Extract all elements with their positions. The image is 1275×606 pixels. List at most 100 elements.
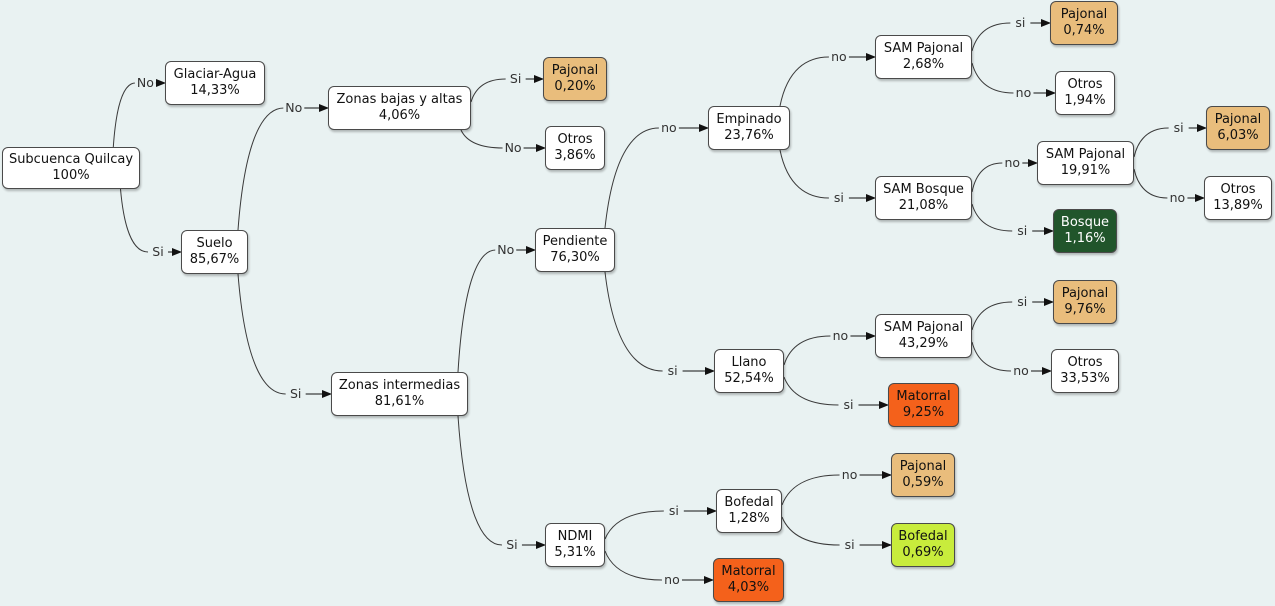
node-value: 21,08% [898, 198, 949, 213]
node-label: Pajonal [1214, 112, 1262, 127]
leaf-pajonal[interactable]: Pajonal 9,76% [1053, 280, 1117, 324]
leaf-bofedal[interactable]: Bofedal 0,69% [891, 523, 955, 567]
node-label: SAM Pajonal [883, 41, 964, 56]
node-suelo[interactable]: Suelo 85,67% [181, 230, 248, 274]
node-subcuenca-quilcay[interactable]: Subcuenca Quilcay 100% [2, 147, 140, 189]
edge-label: Si [152, 244, 163, 259]
leaf-pajonal[interactable]: Pajonal 0,59% [891, 453, 955, 497]
leaf-otros[interactable]: Otros 1,94% [1055, 71, 1115, 115]
edge-label-background [1002, 155, 1023, 170]
leaf-matorral[interactable]: Matorral 9,25% [888, 383, 959, 427]
leaf-pajonal[interactable]: Pajonal 6,03% [1206, 106, 1270, 150]
node-sam-pajonal[interactable]: SAM Pajonal 2,68% [875, 35, 972, 79]
edge-connector-zonas_int-pendiente [457, 249, 496, 373]
node-value: 1,28% [728, 511, 770, 526]
edge-label: no [833, 328, 849, 343]
edge-label: no [1016, 85, 1032, 100]
node-value: 23,76% [724, 128, 774, 143]
node-llano[interactable]: Llano 52,54% [714, 349, 784, 393]
node-glaciar-agua[interactable]: Glaciar-Agua 14,33% [165, 61, 265, 105]
edge-label: no [661, 120, 677, 135]
edge-label: si [1015, 15, 1025, 30]
node-label: Otros [1067, 355, 1103, 370]
edge-label: no [831, 49, 847, 64]
node-label: Pajonal [1060, 7, 1108, 22]
edge-label-background [495, 242, 517, 257]
edge-connector-suelo-zonas_int [237, 273, 286, 395]
node-zonas-bajas-altas[interactable]: Zonas bajas y altas 4,06% [328, 86, 471, 130]
node-label: Zonas intermedias [338, 378, 461, 393]
node-value: 1,16% [1064, 231, 1106, 246]
node-label: Matorral [896, 389, 951, 404]
node-label: Bofedal [724, 495, 774, 510]
edge-label-background [662, 572, 682, 587]
node-label: Suelo [196, 236, 233, 251]
node-label: SAM Bosque [883, 182, 964, 197]
node-label: Pajonal [551, 63, 599, 78]
edge-connector-pendiente-llano [604, 271, 663, 372]
edge-label-background [666, 503, 681, 518]
edge-connector-root-suelo [120, 188, 149, 253]
node-zonas-intermedias[interactable]: Zonas intermedias 81,61% [331, 372, 468, 416]
node-bofedal[interactable]: Bofedal 1,28% [716, 489, 782, 533]
edge-label-background [1011, 363, 1031, 378]
edge-connector-sam_bosque-bosque [971, 203, 1013, 232]
node-value: 9,76% [1064, 302, 1106, 317]
edge-connector-bofedal_q-pajonal_e [781, 474, 840, 506]
node-sam-bosque[interactable]: SAM Bosque 21,08% [875, 176, 972, 220]
leaf-otros[interactable]: Otros 3,86% [545, 126, 605, 170]
node-label: Pajonal [1061, 286, 1109, 301]
node-value: 9,25% [902, 405, 945, 420]
node-value: 52,54% [724, 371, 774, 386]
node-value: 13,89% [1213, 198, 1263, 213]
edge-label-background [841, 397, 856, 412]
node-pendiente[interactable]: Pendiente 76,30% [535, 228, 615, 272]
edge-connector-pendiente-empinado [604, 127, 659, 229]
edge-label: si [668, 363, 678, 378]
leaf-otros[interactable]: Otros 13,89% [1204, 176, 1272, 220]
node-sam-pajonal[interactable]: SAM Pajonal 43,29% [875, 314, 972, 358]
leaf-pajonal[interactable]: Pajonal 0,20% [543, 57, 607, 101]
leaf-pajonal[interactable]: Pajonal 0,74% [1050, 1, 1118, 45]
edge-connector-sam_paj_1-otros_b [971, 62, 1014, 94]
node-label: SAM Pajonal [1045, 147, 1126, 162]
node-value: 14,33% [190, 83, 240, 98]
edge-label-background [1013, 85, 1034, 100]
edge-label: no [1170, 190, 1186, 205]
edge-label-background [665, 363, 680, 378]
edge-label-background [659, 120, 679, 135]
edge-label-background [839, 467, 860, 482]
edge-connector-llano-matorral_a [783, 376, 839, 406]
edge-connector-sam_paj_3-otros_d [971, 341, 1011, 372]
node-value: 0,74% [1063, 23, 1105, 38]
edge-label: No [285, 100, 302, 115]
node-empinado[interactable]: Empinado 23,76% [708, 106, 790, 150]
edge-label-background [287, 386, 304, 401]
edge-label-background [502, 140, 524, 155]
node-value: 5,31% [554, 545, 596, 560]
edge-label: si [1017, 294, 1027, 309]
edge-label-background [150, 244, 166, 259]
edge-connector-zonas_ba-pajonal_a [470, 78, 506, 103]
node-sam-pajonal[interactable]: SAM Pajonal 19,91% [1037, 141, 1134, 185]
node-value: 100% [52, 168, 90, 183]
edge-connector-empinado-sam_bosque [779, 149, 829, 199]
node-value: 1,94% [1064, 93, 1106, 108]
edge-connector-sam_paj_2-otros_c [1133, 168, 1168, 199]
node-ndmi[interactable]: NDMI 5,31% [545, 523, 605, 567]
node-value: 0,69% [902, 545, 944, 560]
node-value: 6,03% [1217, 128, 1259, 143]
edge-label: no [1005, 155, 1021, 170]
leaf-matorral[interactable]: Matorral 4,03% [713, 558, 784, 602]
edge-label-background [1013, 15, 1028, 30]
edge-label: si [843, 397, 853, 412]
node-value: 43,29% [898, 336, 949, 351]
edge-connector-suelo-zonas_ba [237, 107, 284, 231]
node-label: Pajonal [899, 459, 947, 474]
edge-label-background [1015, 223, 1030, 238]
edge-label: no [664, 572, 680, 587]
leaf-bosque[interactable]: Bosque 1,16% [1053, 209, 1117, 253]
edge-label: No [505, 140, 522, 155]
leaf-otros[interactable]: Otros 33,53% [1051, 349, 1119, 393]
edge-label: Si [506, 537, 517, 552]
